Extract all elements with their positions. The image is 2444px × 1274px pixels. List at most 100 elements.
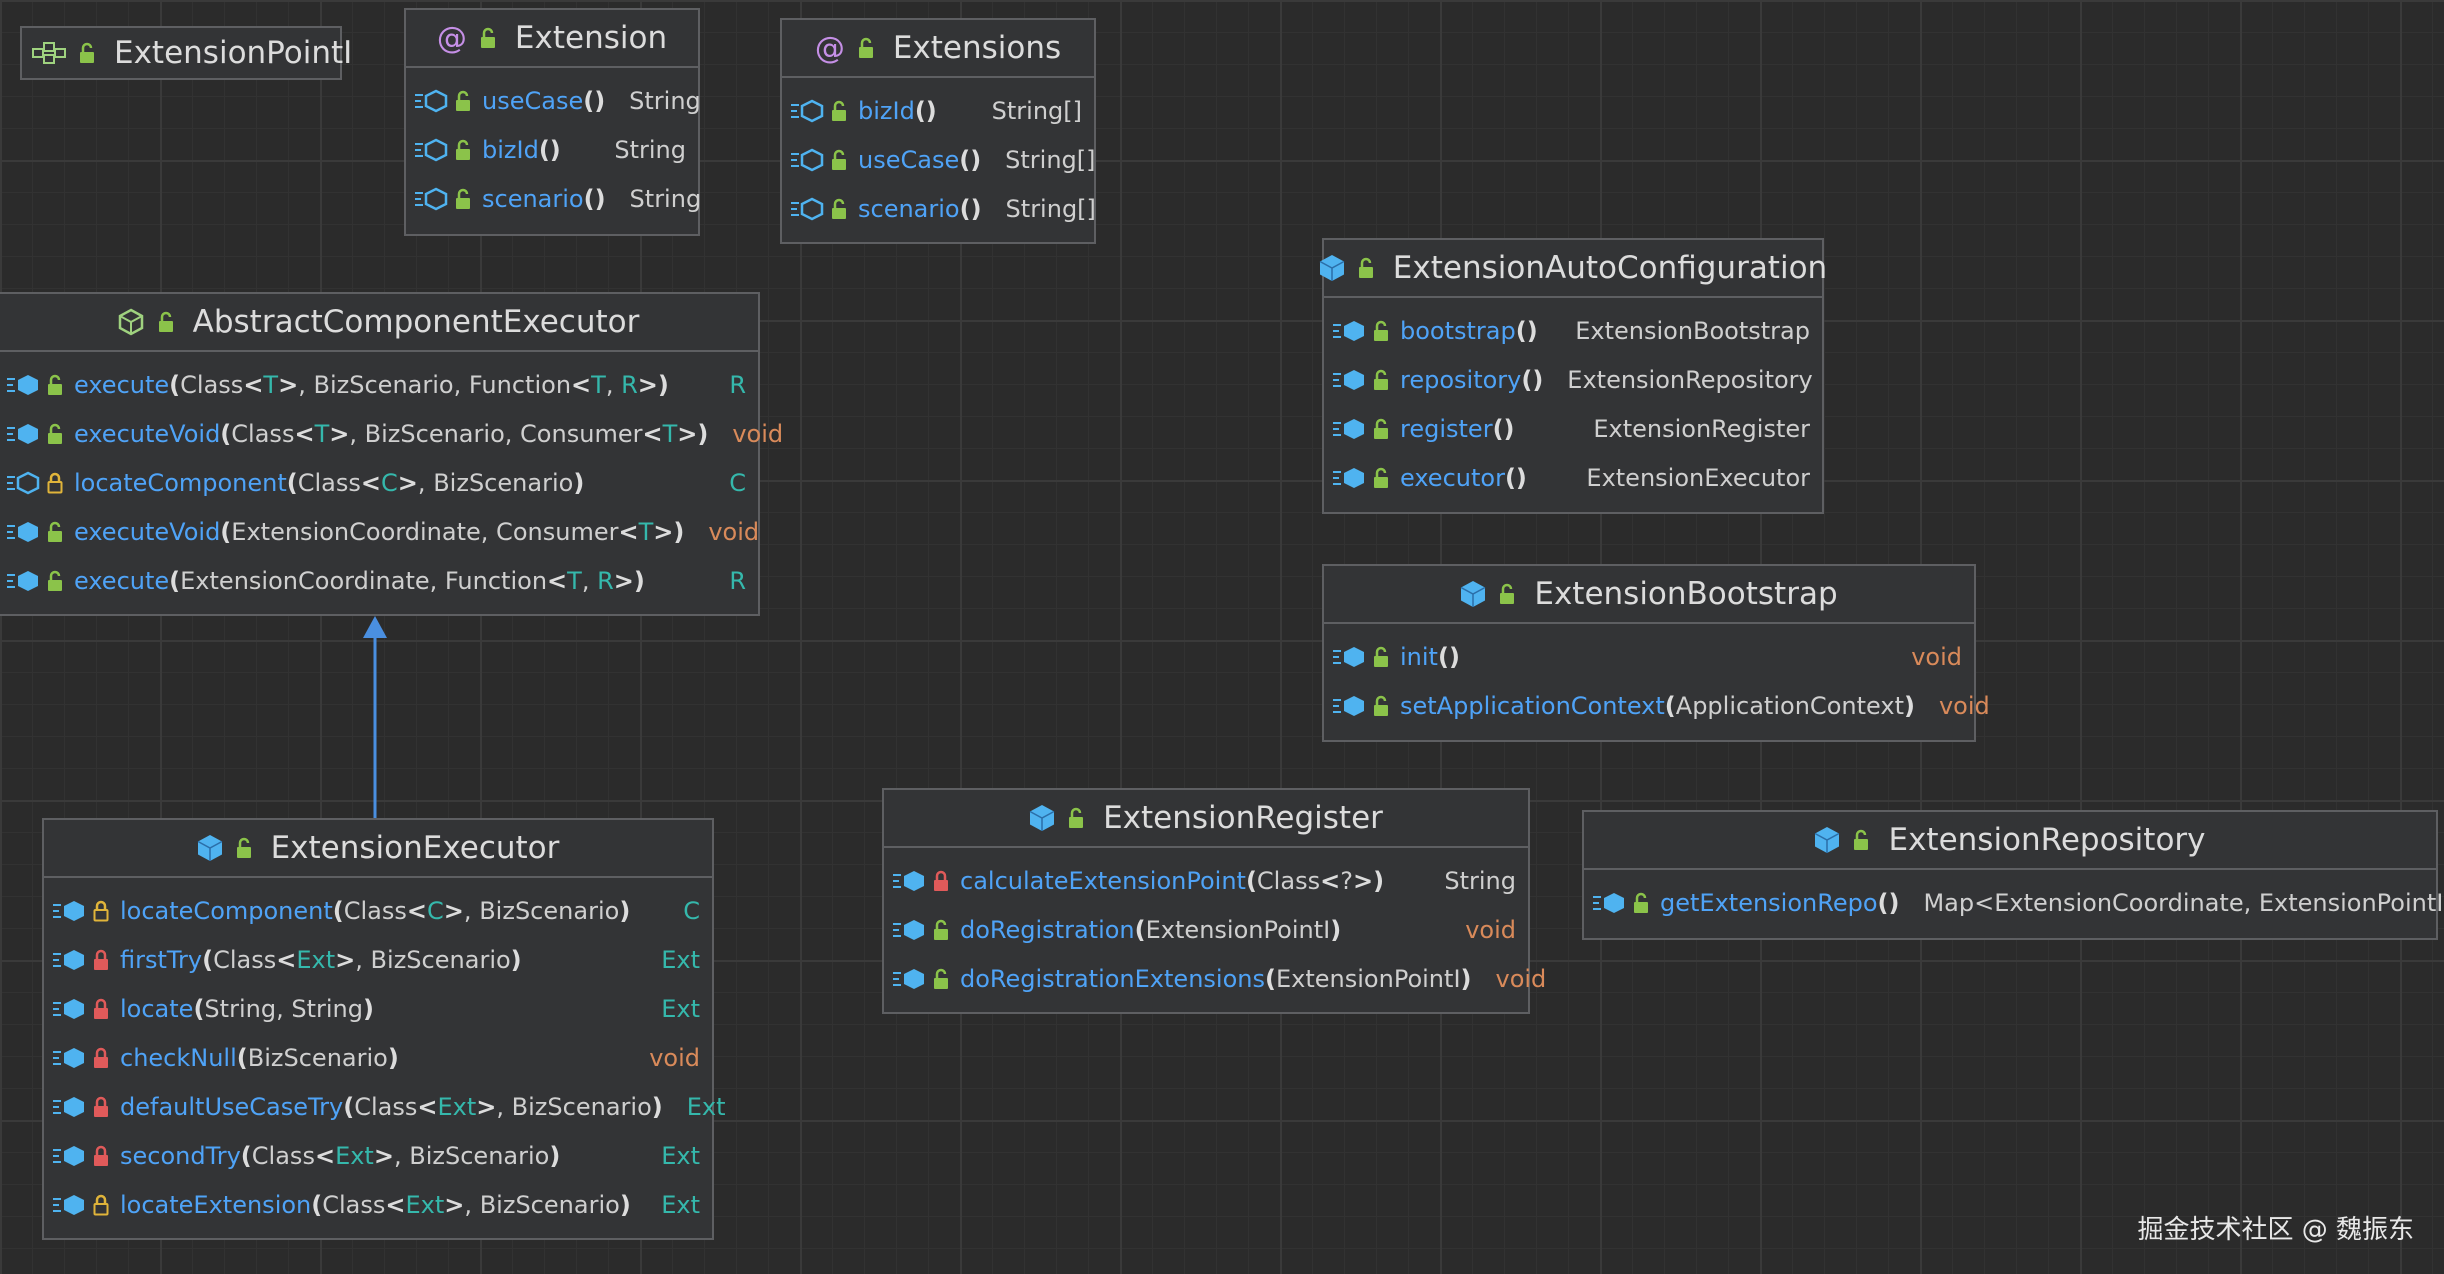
method-signature: defaultUseCaseTry(Class<Ext>, BizScenari… — [120, 1093, 663, 1121]
method-icon — [414, 187, 448, 211]
method-row[interactable]: executor()ExtensionExecutor — [1324, 453, 1822, 502]
method-row[interactable]: executeVoid(Class<T>, BizScenario, Consu… — [0, 409, 783, 458]
method-icons — [6, 422, 64, 446]
method-row[interactable]: locate(String, String)Ext — [44, 984, 712, 1033]
method-icon — [52, 1144, 86, 1168]
method-row[interactable]: init()void — [1324, 632, 1974, 681]
type-parameter: T — [314, 419, 330, 448]
method-signature: useCase() — [858, 146, 981, 174]
extension-register-node[interactable]: ExtensionRegister calculateExtensionPoin… — [882, 788, 1546, 1014]
method-icons — [6, 471, 64, 495]
method-params: () — [1521, 365, 1544, 394]
extension-point-node[interactable]: ExtensionPointI — [20, 26, 352, 80]
method-name: firstTry — [120, 945, 203, 974]
method-row[interactable]: scenario()String — [406, 174, 701, 223]
lock-open-icon — [1632, 892, 1650, 914]
extension-executor-node[interactable]: ExtensionExecutor locateComponent(Class<… — [42, 818, 726, 1240]
method-params: >, BizScenario, Function< — [278, 370, 592, 399]
lock-open-icon — [1372, 418, 1390, 440]
method-name: doRegistration — [960, 915, 1135, 944]
lock-open-icon — [1067, 807, 1085, 829]
lock-open-icon — [46, 374, 64, 396]
return-type: C — [683, 896, 700, 925]
method-row[interactable]: locateComponent(Class<C>, BizScenario)C — [0, 458, 758, 507]
method-row[interactable]: bizId()String — [406, 125, 698, 174]
method-name: execute — [74, 370, 170, 399]
lock-protected-icon — [92, 900, 110, 922]
method-signature: scenario() — [858, 195, 982, 223]
method-params: () — [959, 145, 982, 174]
method-icon — [1332, 417, 1366, 441]
return-type: void — [708, 517, 760, 546]
method-row[interactable]: useCase()String — [406, 76, 701, 125]
method-row[interactable]: scenario()String[] — [782, 184, 1096, 233]
method-list: execute(Class<T>, BizScenario, Function<… — [0, 352, 783, 613]
method-name: locate — [120, 994, 194, 1023]
method-row[interactable]: useCase()String[] — [782, 135, 1096, 184]
method-row[interactable]: secondTry(Class<Ext>, BizScenario)Ext — [44, 1131, 712, 1180]
method-row[interactable]: executeVoid(ExtensionCoordinate, Consume… — [0, 507, 760, 556]
method-name: register — [1400, 414, 1493, 443]
method-params: () — [914, 96, 937, 125]
method-row[interactable]: doRegistration(ExtensionPointI)void — [884, 905, 1528, 954]
method-row[interactable]: doRegistrationExtensions(ExtensionPointI… — [884, 954, 1546, 1003]
method-params: (BizScenario) — [236, 1043, 399, 1072]
return-type: ExtensionRepository — [1567, 365, 1813, 394]
method-params: (ExtensionCoordinate, Function< — [169, 566, 568, 595]
method-icons — [6, 373, 64, 397]
return-type: ExtensionRegister — [1593, 414, 1810, 443]
method-row[interactable]: repository()ExtensionRepository — [1324, 355, 1822, 404]
class-icon — [1814, 826, 1840, 854]
method-icons — [1332, 466, 1390, 490]
method-row[interactable]: locateComponent(Class<C>, BizScenario)C — [44, 886, 712, 935]
return-type: ExtensionExecutor — [1586, 463, 1810, 492]
method-row[interactable]: execute(Class<T>, BizScenario, Function<… — [0, 360, 758, 409]
method-icons — [414, 89, 472, 113]
method-row[interactable]: checkNull(BizScenario)void — [44, 1033, 712, 1082]
method-name: bizId — [858, 96, 915, 125]
method-row[interactable]: locateExtension(Class<Ext>, BizScenario)… — [44, 1180, 712, 1229]
method-icons — [52, 1095, 110, 1119]
method-row[interactable]: getExtensionRepo()Map<ExtensionCoordinat… — [1584, 878, 2444, 927]
method-row[interactable]: bizId() String[] — [782, 86, 1094, 135]
method-row[interactable]: firstTry(Class<Ext>, BizScenario)Ext — [44, 935, 712, 984]
node-title: Extension — [514, 20, 668, 56]
type-parameter: T — [638, 517, 654, 546]
extension-repository-node[interactable]: ExtensionRepository getExtensionRepo()Ma… — [1582, 810, 2444, 940]
method-row[interactable]: setApplicationContext(ApplicationContext… — [1324, 681, 1990, 730]
method-params: >, BizScenario) — [476, 1092, 663, 1121]
lock-open-icon — [830, 198, 848, 220]
method-row[interactable]: register()ExtensionRegister — [1324, 404, 1822, 453]
method-params: >) — [613, 566, 645, 595]
method-params: (ExtensionCoordinate, Consumer< — [220, 517, 639, 546]
return-type: String — [629, 86, 701, 115]
method-signature: doRegistration(ExtensionPointI) — [960, 916, 1441, 944]
lock-open-icon — [235, 837, 253, 859]
class-icon — [197, 834, 223, 862]
method-row[interactable]: bootstrap()ExtensionBootstrap — [1324, 306, 1822, 355]
method-icon — [6, 471, 40, 495]
method-row[interactable]: calculateExtensionPoint(Class<?>)String — [884, 856, 1528, 905]
method-params: >) — [677, 419, 709, 448]
lock-open-icon — [1357, 257, 1375, 279]
type-parameter: T — [662, 419, 678, 448]
extension-auto-configuration-node[interactable]: ExtensionAutoConfiguration bootstrap()Ex… — [1319, 238, 1827, 514]
return-type: String[] — [991, 96, 1082, 125]
method-row[interactable]: execute(ExtensionCoordinate, Function<T,… — [0, 556, 758, 605]
abstract-component-executor-node[interactable]: AbstractComponentExecutor execute(Class<… — [0, 292, 783, 616]
method-signature: scenario() — [482, 185, 606, 213]
method-params: () — [583, 86, 606, 115]
type-parameter: T — [591, 370, 606, 399]
method-params: >, BizScenario) — [335, 945, 522, 974]
extensions-node[interactable]: @ Extensions bizId()String[]useCase()Str… — [780, 18, 1096, 244]
method-row[interactable]: defaultUseCaseTry(Class<Ext>, BizScenari… — [44, 1082, 726, 1131]
lock-open-icon — [830, 100, 848, 122]
method-icon — [6, 422, 40, 446]
method-name: bootstrap — [1400, 316, 1516, 345]
method-icon — [892, 967, 926, 991]
method-params: (Class< — [286, 468, 382, 497]
